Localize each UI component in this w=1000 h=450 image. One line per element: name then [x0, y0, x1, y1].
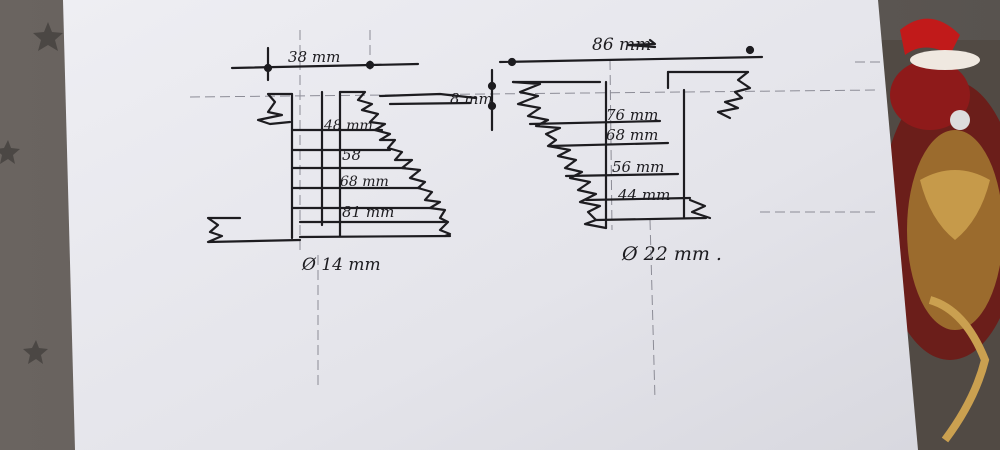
right-diameter-label: Ø 22 mm . [621, 243, 722, 265]
left-labels: 38 mm 48 mm 58 68 mm 81 mm Ø 14 mm [288, 48, 394, 275]
right-step-label-1: 76 mm [606, 106, 658, 124]
left-stepped-bore-drawing [206, 46, 452, 244]
paper-sheet [63, 0, 918, 450]
right-step-label-4: 44 mm [617, 186, 670, 204]
right-stepped-bore-drawing [378, 38, 764, 230]
background-stars [0, 22, 63, 364]
left-top-dimension: 38 mm [288, 48, 340, 66]
left-step-label-2: 58 [342, 146, 361, 164]
left-step-label-4: 81 mm [342, 203, 394, 221]
left-step-label-1: 48 mm [323, 118, 373, 134]
right-top-dimension: 86 mm [592, 35, 651, 55]
left-step-label-3: 68 mm [340, 174, 389, 190]
right-labels: 86 mm 8 mm 76 mm 68 mm 56 mm 44 mm Ø 22 … [450, 35, 722, 265]
right-step-label-2: 68 mm [606, 126, 658, 144]
left-diameter-label: Ø 14 mm [301, 255, 381, 275]
right-side-dimension: 8 mm [450, 90, 493, 108]
right-step-label-3: 56 mm [612, 158, 664, 176]
